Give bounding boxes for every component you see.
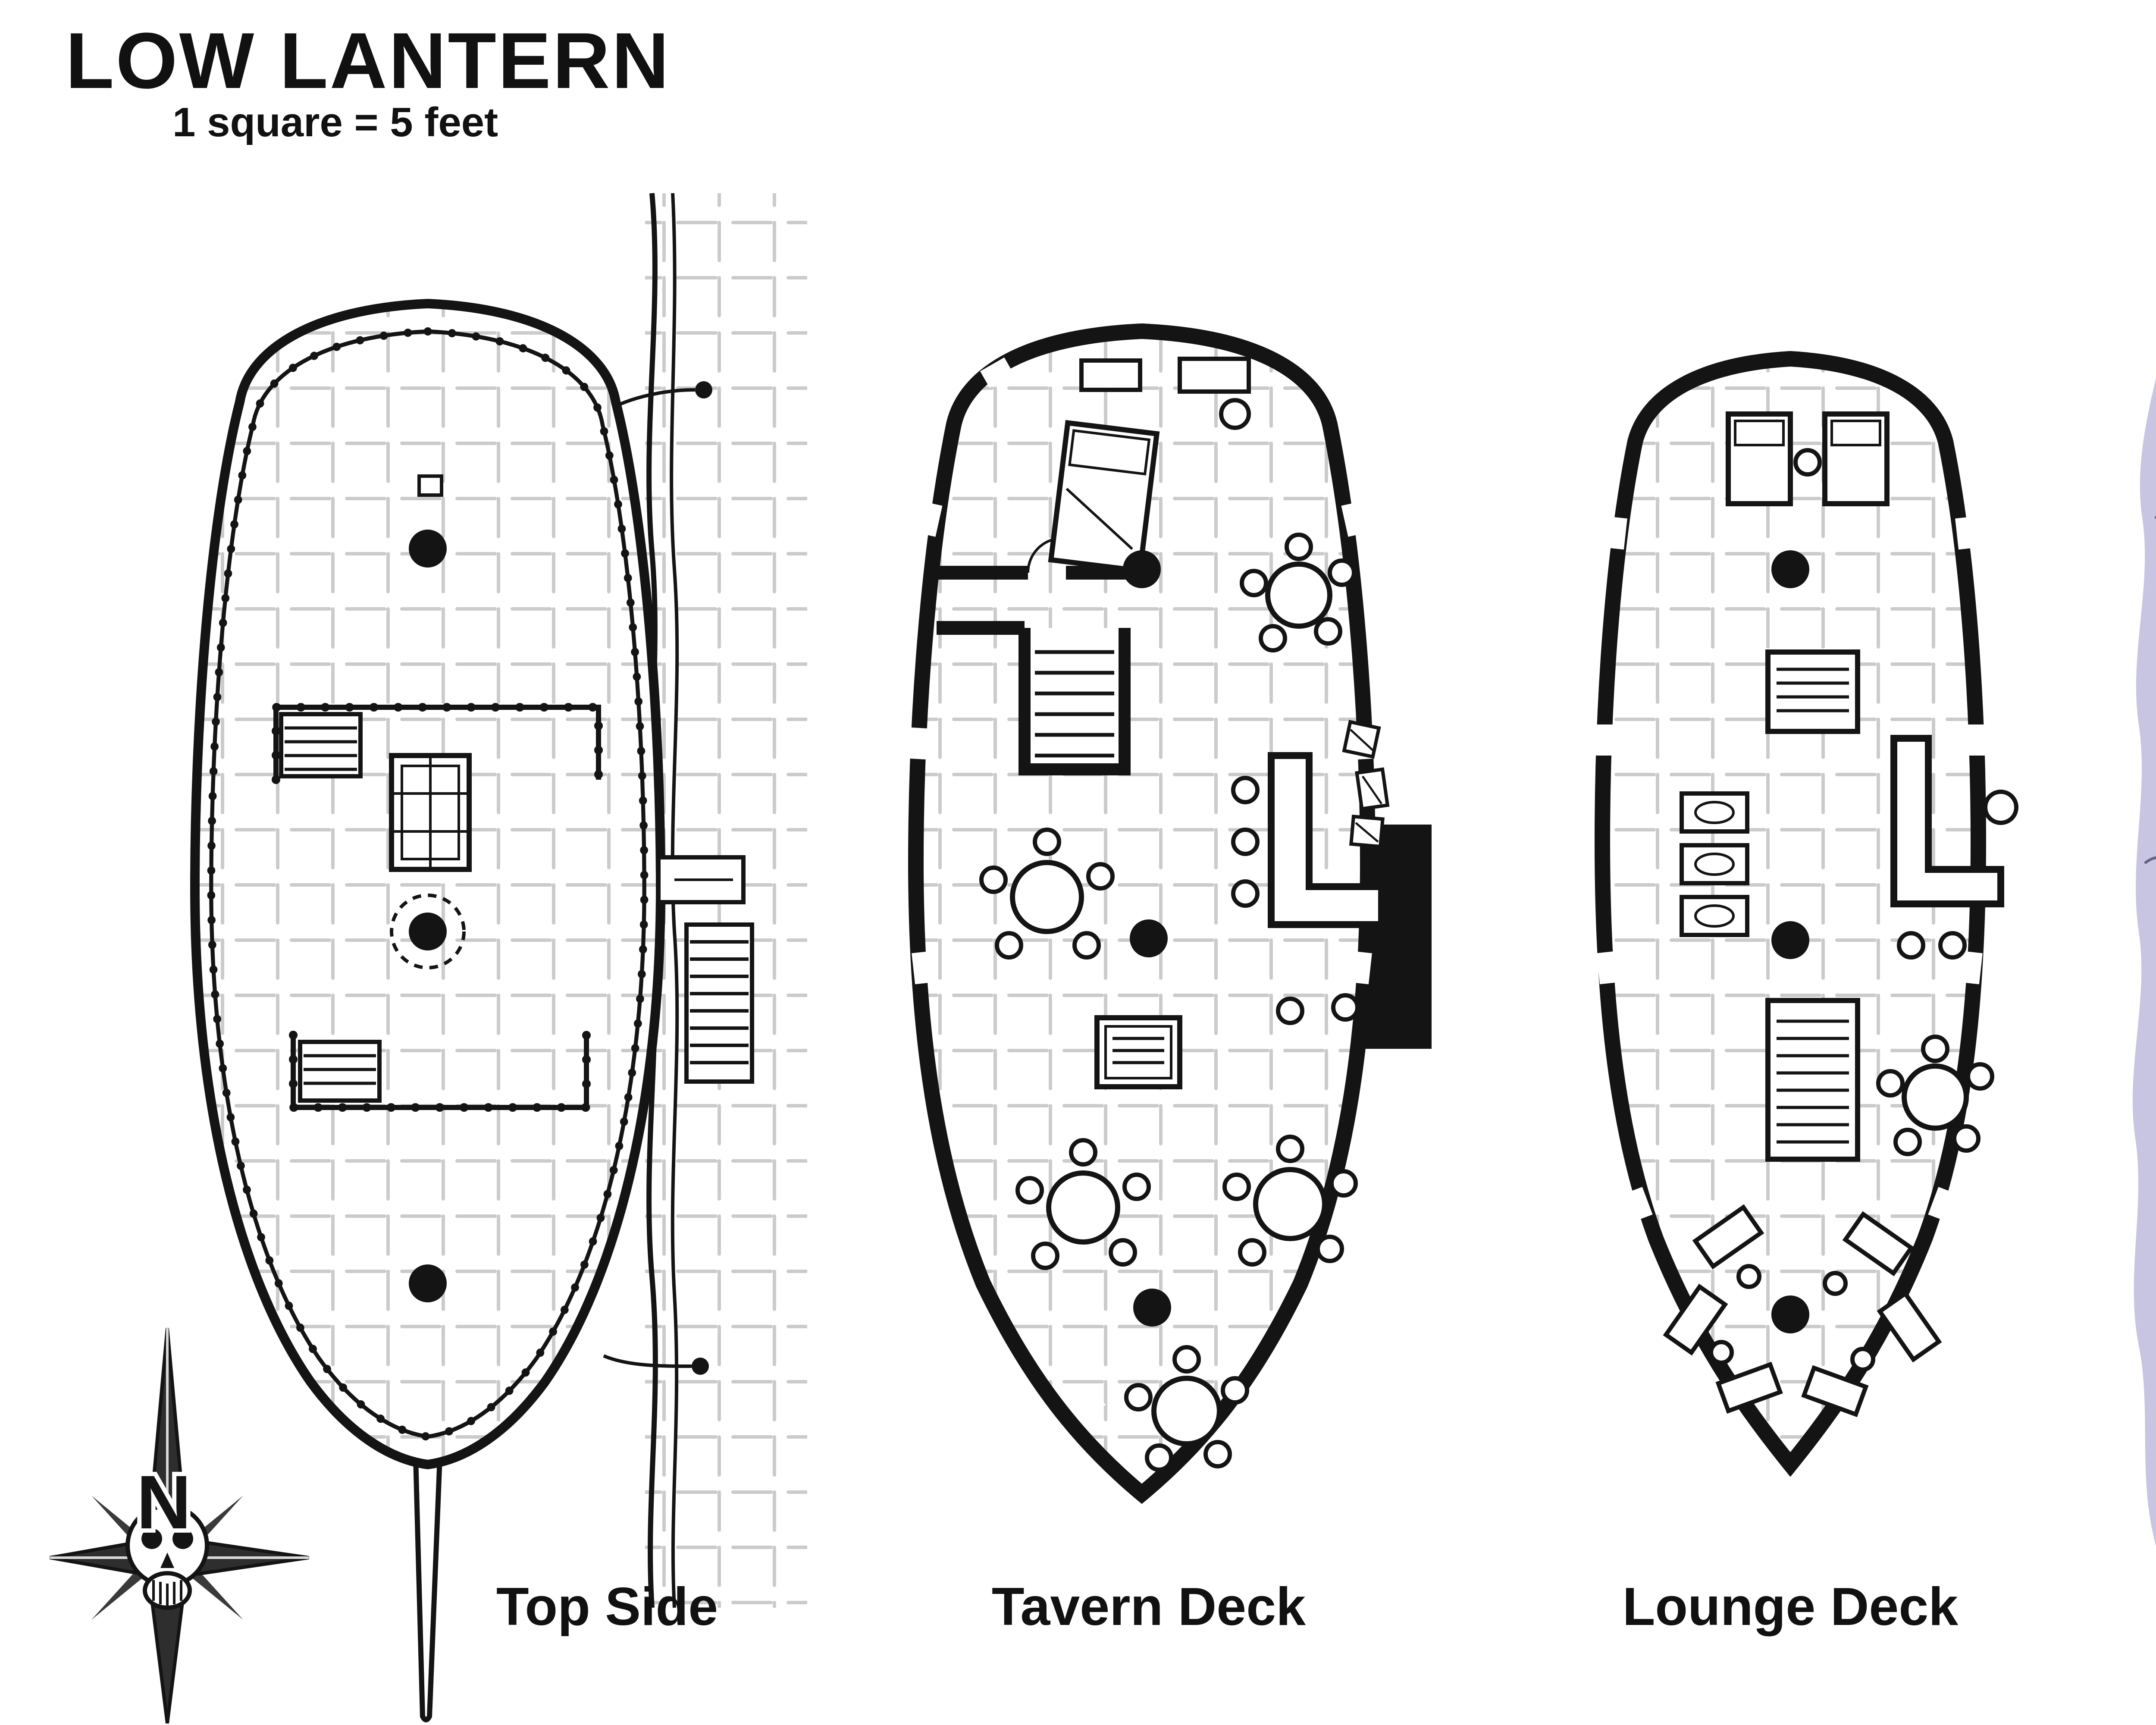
mast-ring [390,894,466,969]
skull-eye [172,1528,193,1549]
compass-north-label: N [136,1460,191,1545]
water [2132,378,2156,1546]
mooring-rope [603,1354,692,1368]
stairwell [1018,628,1131,775]
round-table [1222,1135,1358,1267]
deck-plan-tavern [916,331,1432,1494]
loungers [1663,1204,1942,1418]
bench [1765,649,1860,734]
mast [1771,921,1809,959]
round-table [1876,1035,1994,1156]
deck-label-top-side: Top Side [496,1577,718,1637]
deck-plan-lounge [1595,359,2018,1465]
skull-nose [160,1552,174,1568]
mast [1771,550,1809,588]
deck-label-tavern-deck: Tavern Deck [991,1577,1306,1637]
deck-label-lounge-deck: Lounge Deck [1622,1577,1959,1637]
skull-eye [141,1528,162,1549]
interior-walls [937,521,1137,635]
dock-edge-line-2 [670,193,679,1608]
map-title: LOW LANTERN [66,16,671,105]
stool [1219,398,1251,430]
galley-bed [1048,420,1160,574]
mast [1133,1289,1171,1327]
foremast [409,530,447,568]
bookshelf [1765,998,1860,1162]
sofa [1726,411,1890,506]
mizzenmast [409,1264,447,1302]
round-table [1240,533,1356,652]
compass-rose: N [50,1328,309,1724]
seating-group [1680,791,1749,937]
skull [125,1504,209,1610]
mast [1771,1295,1809,1333]
square-table [1094,1015,1182,1089]
crates [1342,720,1390,849]
deck-hatch [417,474,443,497]
mainmast [409,913,447,950]
aft-stairs [298,1040,382,1103]
round-table [1124,1345,1249,1472]
round-table [979,828,1115,960]
mast [1123,550,1161,588]
dock-stairs [684,922,754,1084]
skull-teeth [152,1580,182,1606]
deck-plan-guest-quarters [2132,378,2156,1546]
deck-grating [389,753,472,872]
side-table [1178,357,1251,394]
mooring-bollard [692,1358,709,1375]
companionway-stairs [279,712,363,778]
scale-note: 1 square = 5 feet [172,100,498,147]
lounge-counter [1890,735,2018,960]
deck-plan-top-side [195,304,746,1722]
aftcastle-railing [289,1031,591,1112]
bar-counter [1231,752,1385,1025]
hull-windows [1595,516,1986,1221]
round-table [1015,1138,1151,1270]
mast [1130,919,1168,957]
mooring-bollard [695,381,712,398]
side-table [1079,358,1142,392]
forecastle-railing [272,703,603,784]
bowsprit [413,1455,443,1722]
